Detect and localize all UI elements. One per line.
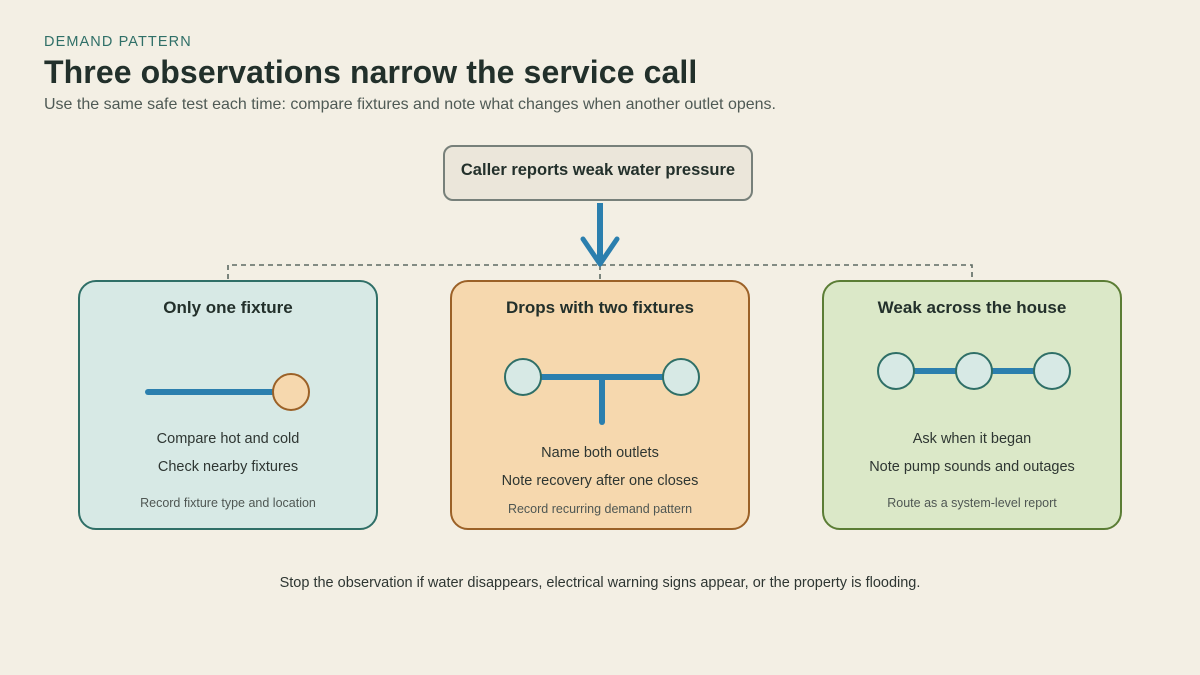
root-observation-box: Caller reports weak water pressure: [443, 145, 753, 201]
card-line: Check nearby fixtures: [157, 459, 299, 475]
safety-footer-note: Stop the observation if water disappears…: [279, 575, 921, 591]
flow-arrow-head: [580, 236, 620, 267]
eyebrow-label: DEMAND PATTERN: [44, 34, 192, 50]
card-note: Route as a system-level report: [887, 496, 1057, 510]
page-title: Three observations narrow the service ca…: [44, 54, 698, 90]
card-note: Record fixture type and location: [140, 496, 316, 510]
root-observation-label: Caller reports weak water pressure: [460, 161, 736, 179]
card-one-fixture: Only one fixture Compare hot and cold Ch…: [78, 280, 378, 530]
card-note: Record recurring demand pattern: [507, 502, 693, 516]
card-title: Weak across the house: [877, 298, 1067, 317]
whole-house-diagram: [877, 352, 1071, 390]
card-title: Only one fixture: [163, 298, 293, 317]
two-fixture-diagram: [504, 358, 700, 425]
card-line: Compare hot and cold: [156, 431, 300, 447]
card-title: Drops with two fixtures: [506, 298, 694, 317]
card-line: Ask when it began: [912, 431, 1032, 447]
branch-dashed-connector: [227, 264, 973, 279]
card-whole-house: Weak across the house Ask when it began …: [822, 280, 1122, 530]
fixture-node: [877, 352, 915, 390]
card-line: Note pump sounds and outages: [869, 459, 1075, 475]
fixture-node: [955, 352, 993, 390]
page-subtitle: Use the same safe test each time: compar…: [44, 96, 776, 113]
card-two-fixtures: Drops with two fixtures Name both outlet…: [450, 280, 750, 530]
fixture-node: [662, 358, 700, 396]
fixture-node: [1033, 352, 1071, 390]
fixture-node: [272, 373, 310, 411]
fixture-node: [504, 358, 542, 396]
card-line: Name both outlets: [541, 445, 659, 461]
card-line: Note recovery after one closes: [501, 473, 699, 489]
single-fixture-diagram: [145, 373, 310, 411]
